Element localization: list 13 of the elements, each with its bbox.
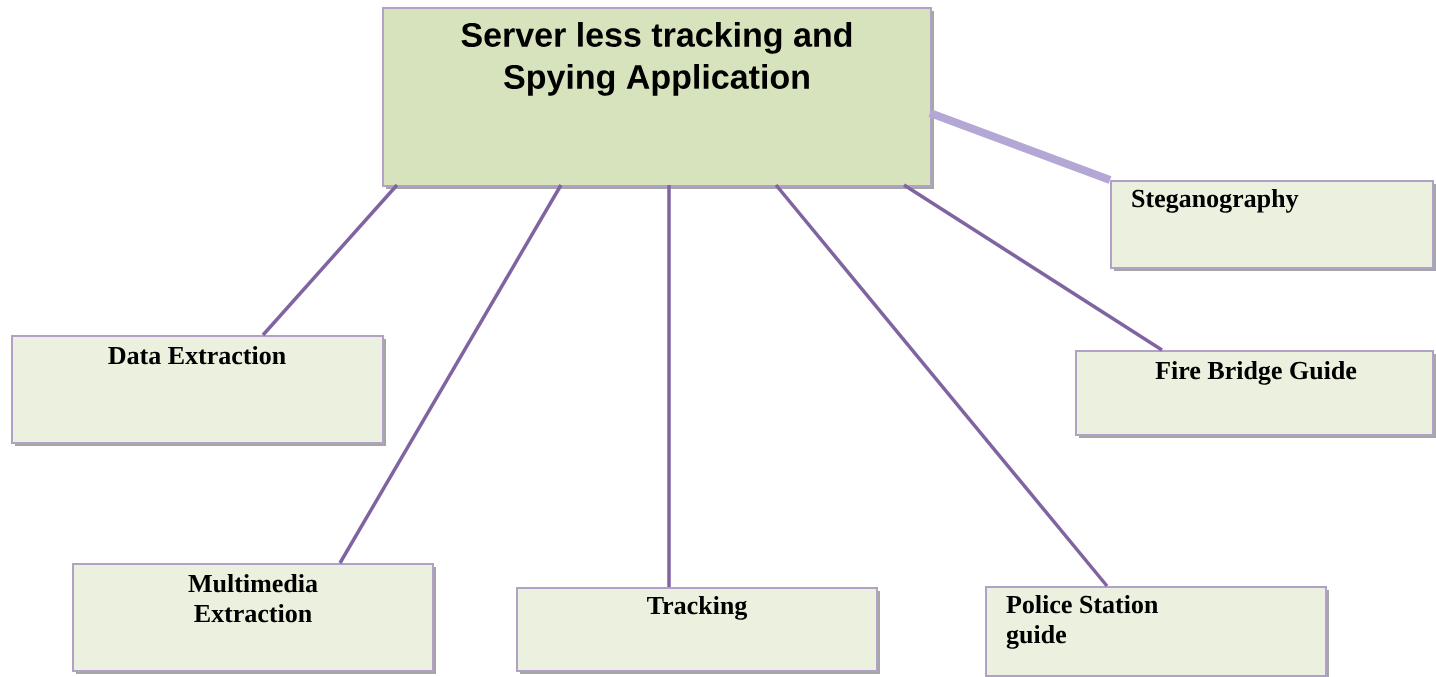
connector-line [338, 184, 563, 564]
title-box: Server less tracking and Spying Application [382, 7, 934, 189]
topic-box: Fire Bridge Guide [1075, 350, 1436, 438]
connector-line [261, 183, 399, 337]
connector-line [928, 109, 1112, 184]
connector-line [774, 183, 1109, 588]
topic-box: Data Extraction [11, 335, 386, 446]
topic-box: Steganography [1110, 180, 1436, 271]
topic-box: Tracking [516, 587, 880, 674]
topic-box: Police Station guide [985, 586, 1329, 677]
topic-box: Multimedia Extraction [72, 563, 436, 674]
connector-line [667, 185, 671, 587]
connector-line [903, 183, 1163, 352]
